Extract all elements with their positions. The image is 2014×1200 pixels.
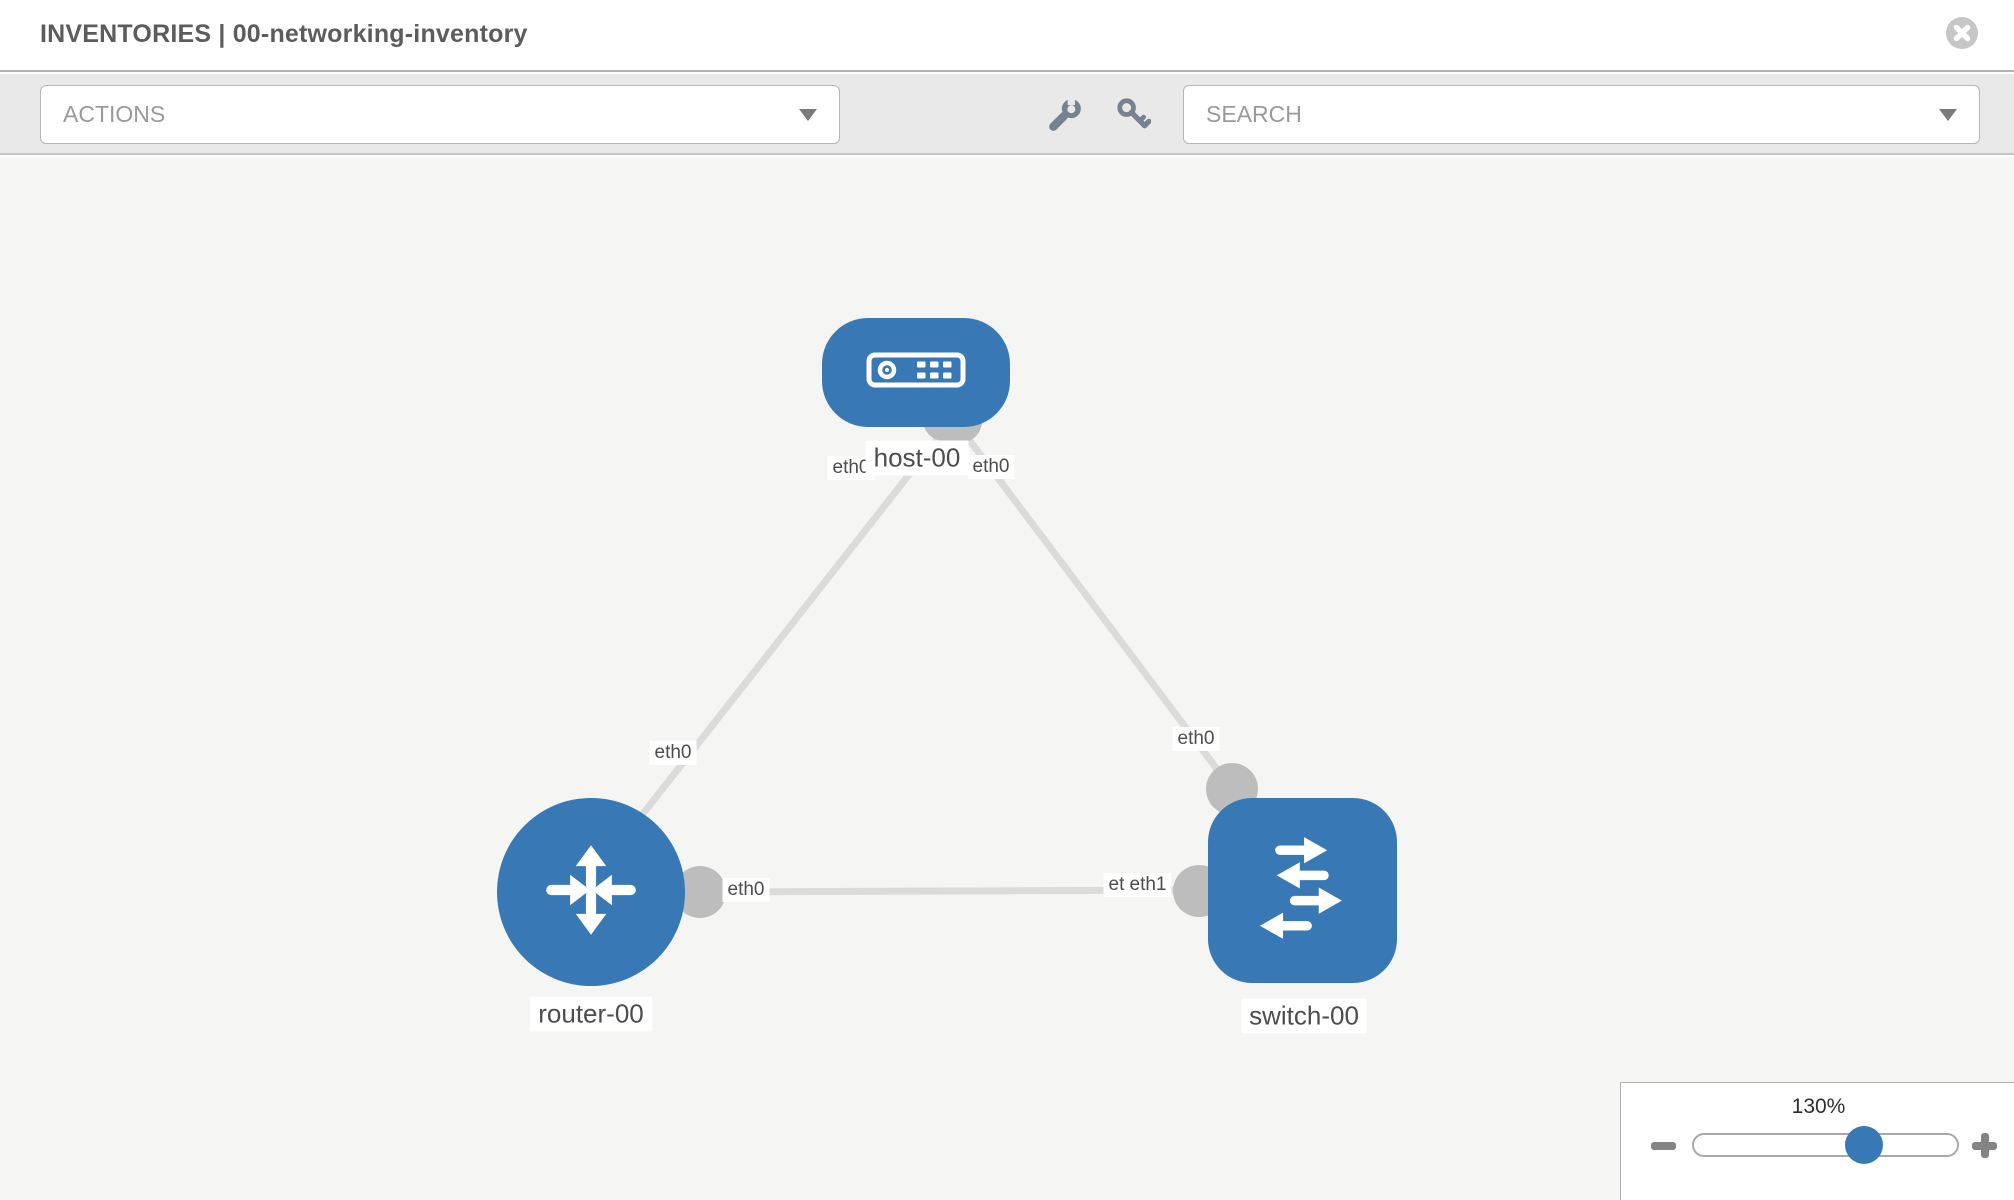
minus-icon zoom-out-button[interactable] — [1651, 1142, 1676, 1150]
interface-label: eth0 — [649, 741, 697, 765]
key-icon — [1115, 98, 1152, 135]
zoom-slider-thumb[interactable] — [1845, 1126, 1883, 1164]
times-circle-icon — [1945, 17, 1979, 53]
interface-label: eth0 — [967, 455, 1015, 479]
node-router-00[interactable] — [497, 798, 685, 986]
zoom-slider-track[interactable] — [1692, 1133, 1959, 1157]
wrench-icon — [1046, 93, 1084, 137]
tools-button[interactable] — [1046, 93, 1084, 137]
page-title: INVENTORIES | 00-networking-inventory — [40, 20, 528, 48]
node-switch-00[interactable] — [1208, 798, 1397, 983]
switch-icon — [1240, 829, 1366, 952]
topology-links-layer — [639, 399, 1258, 918]
key-button[interactable] — [1114, 96, 1152, 134]
actions-dropdown-label: ACTIONS — [63, 101, 166, 127]
node-label-switch-00: switch-00 — [1241, 998, 1367, 1034]
node-host-00[interactable] — [822, 318, 1010, 427]
chevron-down-icon — [1939, 108, 1957, 121]
plus-icon zoom-in-button[interactable] — [1972, 1133, 1997, 1158]
modal-header: INVENTORIES | 00-networking-inventory — [0, 0, 2014, 72]
interface-label: eth1 — [1124, 873, 1172, 897]
interface-connector — [674, 866, 726, 918]
interface-label: eth0 — [1172, 727, 1220, 751]
zoom-control-panel: 130% — [1620, 1082, 2014, 1200]
router-icon — [535, 834, 647, 951]
search-dropdown[interactable]: SEARCH — [1183, 85, 1980, 144]
zoom-level: 130% — [1791, 1095, 1846, 1118]
topology-canvas[interactable]: eth0 eth0 eth0 eth0 eth0 eth0 eth1 host-… — [0, 157, 2014, 1200]
interface-label: eth0 — [722, 878, 770, 902]
chevron-down-icon — [799, 108, 817, 121]
node-label-host-00: host-00 — [865, 440, 969, 476]
close-button[interactable] — [1945, 16, 1979, 50]
host-icon — [866, 352, 966, 393]
actions-dropdown[interactable]: ACTIONS — [40, 85, 840, 144]
toolbar: ACTIONS SEARCH — [0, 74, 2014, 155]
search-dropdown-label: SEARCH — [1206, 101, 1302, 127]
node-label-router-00: router-00 — [530, 996, 652, 1032]
